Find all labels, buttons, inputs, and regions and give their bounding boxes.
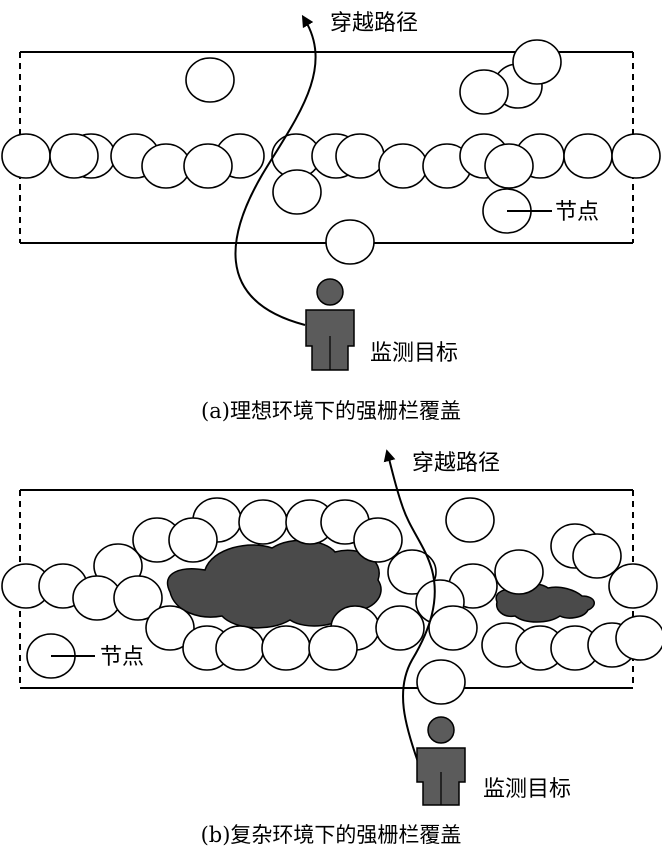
sensor-node [494, 549, 544, 595]
sensor-node [615, 615, 662, 661]
sensor-node [335, 133, 385, 179]
sensor-node [238, 499, 288, 545]
sensor-node [168, 517, 218, 563]
sensor-node [141, 143, 191, 189]
sensor-node [563, 133, 613, 179]
sensor-node [459, 69, 509, 115]
panel-b-path-label: 穿越路径 [412, 451, 500, 476]
sensor-node [387, 549, 437, 595]
sensor-node [375, 605, 425, 651]
sensor-node [325, 219, 375, 265]
sensor-node [378, 143, 428, 189]
sensor-node [145, 605, 195, 651]
sensor-node [484, 143, 534, 189]
sensor-node [261, 625, 311, 671]
panel-b-person-icon [416, 716, 466, 806]
sensor-node [308, 625, 358, 671]
panel-b-nodes [1, 497, 662, 705]
panel-b-crossing-path [383, 449, 436, 763]
sensor-node [512, 39, 562, 85]
sensor-node [445, 497, 495, 543]
sensor-node [416, 659, 466, 705]
sensor-node [49, 133, 99, 179]
sensor-node [272, 169, 322, 215]
sensor-node [183, 143, 233, 189]
sensor-node [611, 133, 661, 179]
large-obstacle [166, 539, 382, 629]
panel-a: 节点 穿越路径 监测目标 (a)理想环境下的强栅栏覆盖 [1, 11, 661, 423]
sensor-node [185, 57, 235, 103]
panel-b-target-label: 监测目标 [483, 777, 571, 802]
panel-a-node-label: 节点 [555, 200, 599, 225]
sensor-node [572, 533, 622, 579]
sensor-node [353, 517, 403, 563]
panel-a-path-label: 穿越路径 [330, 11, 418, 36]
panel-a-nodes [1, 39, 661, 265]
panel-b: 节点 穿越路径 监测目标 (b)复杂环境下的强栅栏覆盖 [1, 449, 662, 847]
panel-b-node-label: 节点 [100, 645, 144, 670]
panel-a-caption: (a)理想环境下的强栅栏覆盖 [201, 399, 461, 423]
sensor-node [608, 563, 658, 609]
sensor-node [1, 133, 51, 179]
sensor-node [215, 625, 265, 671]
sensor-node [428, 605, 478, 651]
panel-a-target-label: 监测目标 [370, 341, 458, 366]
sensor-node [113, 575, 163, 621]
panel-a-crossing-path [234, 14, 317, 326]
panel-a-person-icon [305, 278, 355, 371]
panel-b-caption: (b)复杂环境下的强栅栏覆盖 [201, 823, 462, 847]
